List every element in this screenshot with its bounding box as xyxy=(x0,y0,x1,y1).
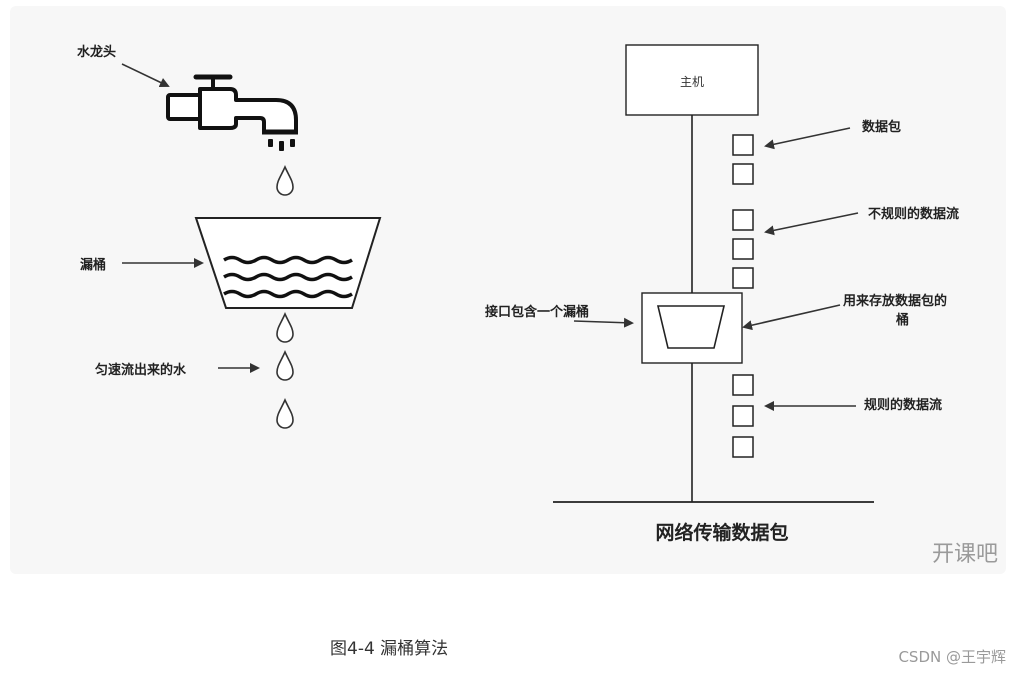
interface-arrow xyxy=(573,317,634,328)
water-drop-icon xyxy=(276,350,294,381)
bucket-store-arrow xyxy=(742,304,841,331)
leaky-bucket-icon xyxy=(194,217,382,309)
figure-caption: 图4-4 漏桶算法 xyxy=(330,639,449,659)
network-title: 网络传输数据包 xyxy=(655,521,788,544)
packet-square xyxy=(732,209,754,231)
water-drop-icon xyxy=(276,312,294,343)
faucet-icon xyxy=(166,74,298,135)
irregular-label: 不规则的数据流 xyxy=(868,206,959,222)
outflow-label: 匀速流出来的水 xyxy=(95,362,187,378)
packet-square xyxy=(732,405,754,427)
bucket-store-label-line1: 用来存放数据包的 xyxy=(842,293,947,309)
interface-bucket-icon xyxy=(656,305,726,349)
faucet-arrow xyxy=(121,63,170,88)
water-drop-icon xyxy=(276,398,294,429)
packet-arrow xyxy=(764,127,851,150)
packet-square xyxy=(732,163,754,185)
faucet-label: 水龙头 xyxy=(77,44,116,60)
water-drop-icon xyxy=(276,165,294,196)
regular-label: 规则的数据流 xyxy=(864,397,942,413)
irregular-arrow xyxy=(764,212,859,236)
credit-text: CSDN @王宇辉 xyxy=(898,648,1006,666)
packet-square xyxy=(732,267,754,289)
packet-square xyxy=(732,436,754,458)
packet-square xyxy=(732,134,754,156)
packet-label: 数据包 xyxy=(862,119,901,135)
packet-square xyxy=(732,374,754,396)
bucket-label: 漏桶 xyxy=(80,257,106,273)
host-label: 主机 xyxy=(680,75,704,89)
watermark: 开课吧 xyxy=(932,542,998,567)
host-box xyxy=(625,44,759,116)
water-splash-icon xyxy=(268,139,295,151)
bucket-store-label-line2: 桶 xyxy=(895,312,909,328)
packet-square xyxy=(732,238,754,260)
interface-label: 接口包含一个漏桶 xyxy=(485,304,589,320)
